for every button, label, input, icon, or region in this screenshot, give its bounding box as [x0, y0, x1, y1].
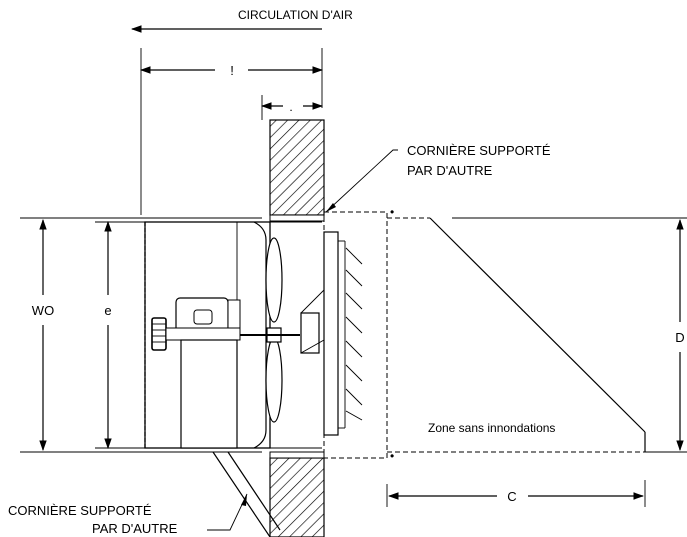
- support-angle-bottom-brace: [212, 451, 281, 537]
- support-angle-top-leader: [325, 149, 398, 213]
- airflow-label: CIRCULATION D'AIR: [238, 8, 353, 22]
- c-dimension: [386, 480, 646, 507]
- wall-thickness-dimension: [260, 95, 324, 120]
- wall-thickness-label: .: [289, 100, 292, 114]
- clear-zone-label: Zone sans innondations: [428, 421, 555, 435]
- support-angle-top: [269, 214, 325, 222]
- support-angle-bottom: [269, 451, 325, 459]
- wo-dimension: [20, 217, 262, 453]
- support-angle-top-label-2: PAR D'AUTRE: [407, 163, 493, 178]
- motor: [151, 297, 241, 351]
- e-dimension-label: e: [104, 303, 111, 318]
- wo-dimension-label: WO: [32, 303, 54, 318]
- d-dimension-label: D: [675, 330, 684, 345]
- support-angle-bottom-label-1: CORNIÈRE SUPPORTÉ: [8, 503, 152, 518]
- shutter-linkage: [300, 289, 325, 354]
- d-dimension: [452, 217, 687, 453]
- screw-top: •: [390, 205, 394, 219]
- motor-base: [180, 339, 238, 449]
- fan-blade: [265, 237, 283, 423]
- screw-bottom: •: [390, 449, 394, 463]
- depth-dimension-label: !: [230, 63, 234, 78]
- wall-upper: [269, 119, 325, 216]
- outlet-frame: [323, 211, 388, 459]
- support-angle-bottom-label-2: PAR D'AUTRE: [92, 521, 178, 536]
- shutter-louvers: [345, 247, 363, 421]
- c-dimension-label: C: [507, 489, 516, 504]
- e-dimension: [95, 220, 145, 450]
- wall-lower: [269, 457, 325, 537]
- clear-zone: [429, 217, 646, 452]
- support-angle-bottom-leader: [207, 493, 248, 531]
- support-angle-top-label-1: CORNIÈRE SUPPORTÉ: [407, 143, 551, 158]
- depth-dimension: [139, 48, 324, 215]
